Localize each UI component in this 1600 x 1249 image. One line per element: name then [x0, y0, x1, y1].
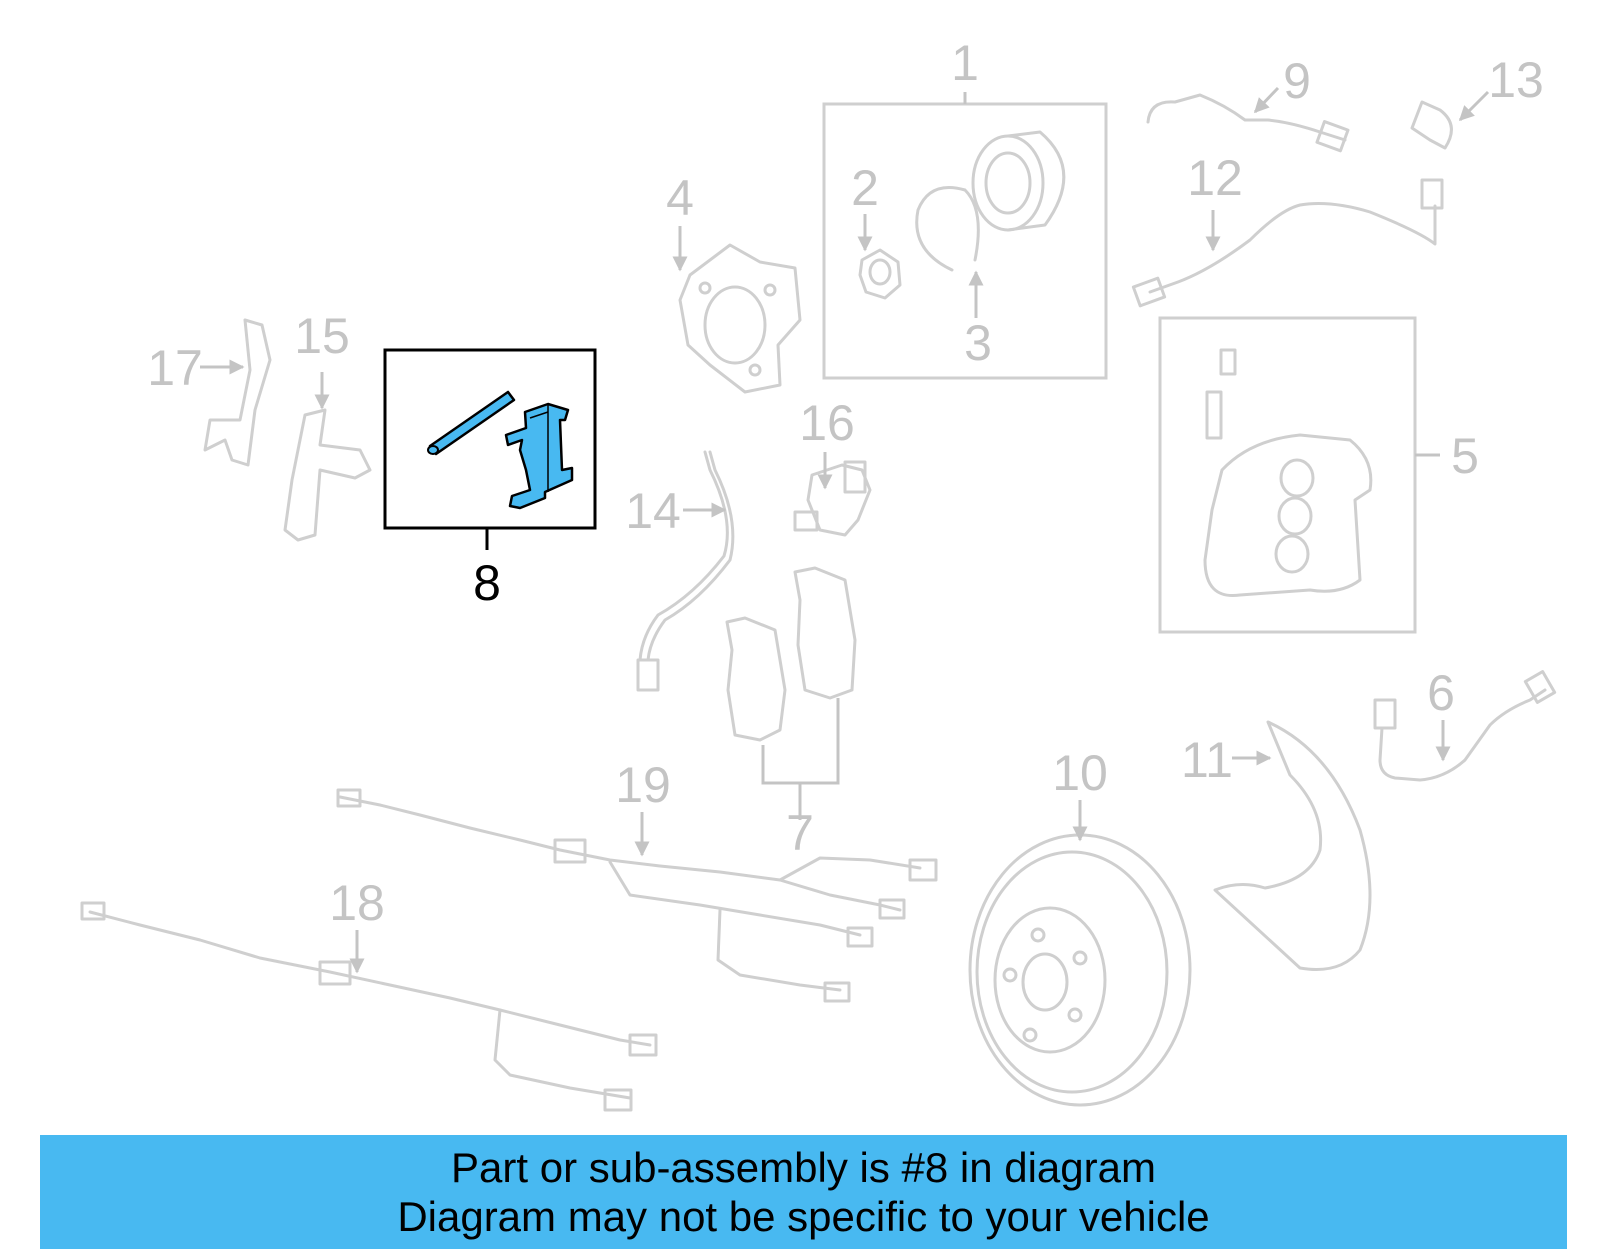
- callout-19: 19: [615, 757, 671, 813]
- part-5-frame: [1158, 316, 1417, 634]
- callout-12: 12: [1187, 150, 1243, 206]
- part-8-guide-pin: [427, 390, 516, 456]
- callout-11: 11: [1181, 732, 1233, 788]
- part-caliper: [1203, 433, 1373, 598]
- callout-3: 3: [964, 315, 992, 371]
- part-bleeder: [1219, 348, 1237, 376]
- part-group-10[interactable]: 10: [968, 745, 1192, 1107]
- callout-16: 16: [799, 395, 855, 451]
- part-8-frame: [383, 348, 597, 530]
- part-brake-pad-outer: [725, 616, 787, 742]
- callout-17: 17: [147, 340, 203, 396]
- callout-10: 10: [1052, 745, 1108, 801]
- part-group-9[interactable]: 9: [1146, 53, 1350, 153]
- part-group-6[interactable]: 6: [1373, 665, 1557, 782]
- callout-2: 2: [851, 160, 879, 216]
- part-group-12[interactable]: 12: [1131, 150, 1444, 308]
- callout-13: 13: [1488, 52, 1544, 108]
- info-banner: Part or sub-assembly is #8 in diagram Di…: [40, 1135, 1567, 1249]
- part-axle-nut: [858, 248, 902, 300]
- part-group-17[interactable]: 17: [147, 318, 272, 467]
- part-group-8[interactable]: 8: [383, 348, 597, 611]
- part-group-19[interactable]: 19: [336, 757, 938, 1003]
- part-group-14[interactable]: 14: [625, 450, 735, 692]
- part-group-7[interactable]: 7: [725, 566, 857, 861]
- callout-8: 8: [473, 555, 501, 611]
- callout-14: 14: [625, 483, 681, 539]
- part-8-pad-spring: [504, 402, 574, 510]
- part-group-15[interactable]: 15: [283, 308, 372, 542]
- callout-4: 4: [666, 170, 694, 226]
- part-group-11[interactable]: 11: [1181, 720, 1372, 972]
- callout-18: 18: [329, 875, 385, 931]
- banner-line-2: Diagram may not be specific to your vehi…: [397, 1193, 1210, 1240]
- part-wheel-bearing: [971, 130, 1066, 232]
- part-bolt: [1205, 390, 1223, 440]
- part-group-13[interactable]: 13: [1410, 52, 1544, 150]
- banner-line-1: Part or sub-assembly is #8 in diagram: [451, 1144, 1156, 1191]
- part-group-4[interactable]: 4: [666, 170, 802, 394]
- callout-1: 1: [951, 35, 979, 91]
- callout-9: 9: [1283, 53, 1311, 109]
- callout-7: 7: [786, 805, 814, 861]
- part-group-18[interactable]: 18: [80, 875, 658, 1112]
- part-group-1[interactable]: 1 2 3: [822, 35, 1108, 380]
- part-group-5[interactable]: 5: [1158, 316, 1479, 634]
- callout-5: 5: [1451, 428, 1479, 484]
- part-group-16[interactable]: 16: [793, 395, 872, 537]
- callout-6: 6: [1427, 665, 1455, 721]
- part-brake-pad-inner: [793, 566, 857, 700]
- callout-15: 15: [294, 308, 350, 364]
- part-snap-ring: [915, 186, 980, 272]
